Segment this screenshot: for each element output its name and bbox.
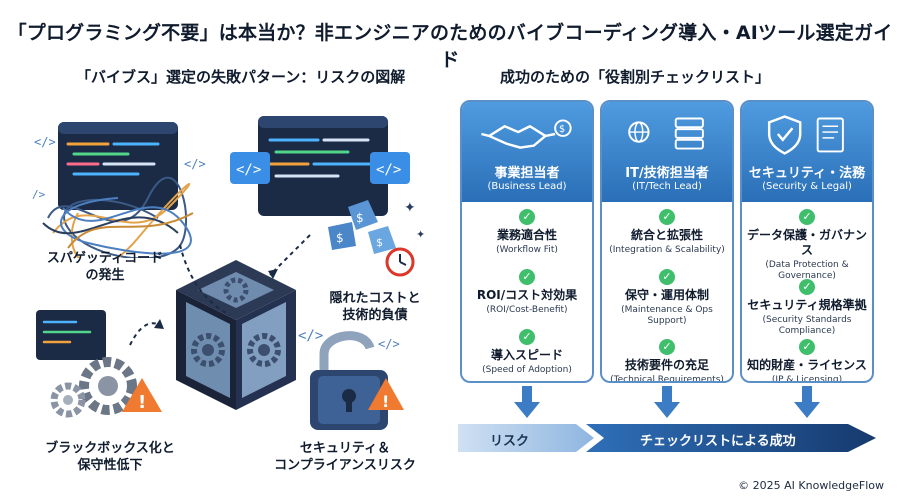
page-title: 「プログラミング不要」は本当か？非エンジニアのためのバイブコーディング導入・AI… [7, 22, 893, 71]
column-subtitle: (Security & Legal) [762, 181, 852, 192]
down-arrow-icon [794, 386, 820, 418]
column-name: IT/技術担当者 [625, 166, 709, 181]
handshake-icon: $ [481, 119, 572, 149]
shield-document-icon [767, 115, 844, 155]
svg-text:</>: </> [298, 328, 323, 344]
svg-text:✦: ✦ [404, 200, 416, 216]
down-arrow-icon [654, 386, 680, 418]
column-name: 事業担当者 [494, 166, 560, 181]
security-risk-label: セキュリティ＆コンプライアンスリスク [274, 441, 416, 473]
risk-section-title: 「バイブス」選定の失敗パターン：リスクの図解 [76, 68, 406, 86]
svg-text:$: $ [559, 124, 565, 135]
column-name: セキュリティ・法務 [748, 166, 866, 181]
checklist-item: ✓ ROI/コスト対効果 (ROI/Cost-Benefit) [476, 269, 578, 315]
column-header-business: $ 事業担当者 (Business Lead) [462, 102, 592, 202]
check-icon: ✓ [799, 209, 815, 225]
hidden-cost-label: 隠れたコストと技術的負債 [329, 291, 421, 323]
checklist-item: ✓ 保守・運用体制 (Maintenance & Ops Support) [621, 269, 713, 326]
spaghetti-code-label: スパゲッティコードの発生 [46, 251, 164, 283]
svg-text:/>: /> [32, 188, 46, 201]
spaghetti-code-illustration: </> </> /> [32, 122, 206, 258]
dashed-arrows [129, 234, 311, 346]
check-icon: ✓ [659, 209, 675, 225]
down-arrow-icon [514, 386, 540, 418]
blackbox-cube-illustration [176, 260, 296, 410]
svg-text:✦: ✦ [416, 228, 425, 241]
svg-text:!: ! [138, 392, 146, 413]
checklist-item: ✓ セキュリティ規格準拠 (Security Standards Complia… [747, 279, 867, 336]
blackbox-gears-illustration: ! [36, 310, 162, 418]
checklist-item: ✓ 業務適合性 (Workflow Fit) [496, 209, 558, 255]
svg-text:</>: </> [376, 162, 401, 178]
svg-text:</>: </> [236, 162, 261, 178]
svg-text:</>: </> [184, 157, 206, 171]
check-icon: ✓ [519, 209, 535, 225]
blackbox-label: ブラックボックス化と保守性低下 [45, 441, 175, 473]
column-subtitle: (IT/Tech Lead) [632, 181, 702, 192]
check-icon: ✓ [659, 269, 675, 285]
checklist-section-title: 成功のための「役割別チェックリスト」 [500, 68, 771, 86]
success-flow-label: チェックリストによる成功 [640, 434, 796, 449]
column-header-it: IT/技術担当者 (IT/Tech Lead) [602, 102, 732, 202]
check-icon: ✓ [519, 269, 535, 285]
security-lock-illustration: </> </> ! [298, 328, 404, 430]
risk-to-success-flow-arrow [458, 424, 876, 452]
network-server-icon [628, 117, 704, 150]
check-icon: ✓ [659, 339, 675, 355]
svg-text:$: $ [356, 211, 364, 225]
check-icon: ✓ [519, 329, 535, 345]
hidden-cost-illustration: </> </> $ $ $ ✦ ✦ [230, 116, 425, 277]
checklist-item: ✓ データ保護・ガバナンス (Data Protection & Governa… [746, 209, 867, 281]
checklist-item: ✓ 統合と拡張性 (Integration & Scalability) [609, 209, 725, 255]
checklist-column-business: $ 事業担当者 (Business Lead) ✓ 業務適合性 (Workflo… [460, 100, 594, 383]
svg-text:</>: </> [34, 135, 56, 149]
copyright-text: © 2025 AI KnowledgeFlow [738, 479, 884, 492]
checklist-item: ✓ 知的財産・ライセンス (IP & Licensing) [747, 339, 867, 383]
checklist-column-security: セキュリティ・法務 (Security & Legal) ✓ データ保護・ガバナ… [740, 100, 874, 383]
column-header-security: セキュリティ・法務 (Security & Legal) [742, 102, 872, 202]
svg-text:$: $ [376, 236, 383, 249]
svg-text:</>: </> [378, 337, 400, 351]
check-icon: ✓ [799, 279, 815, 295]
checklist-column-it: IT/技術担当者 (IT/Tech Lead) ✓ 統合と拡張性 (Integr… [600, 100, 734, 383]
risk-flow-label: リスク [490, 434, 530, 449]
svg-text:!: ! [382, 392, 389, 411]
svg-text:$: $ [336, 231, 344, 245]
column-subtitle: (Business Lead) [487, 181, 567, 192]
checklist-item: ✓ 導入スピード (Speed of Adoption) [482, 329, 572, 375]
check-icon: ✓ [799, 339, 815, 355]
checklist-item: ✓ 技術要件の充足 (Technical Requirements) [610, 339, 724, 383]
